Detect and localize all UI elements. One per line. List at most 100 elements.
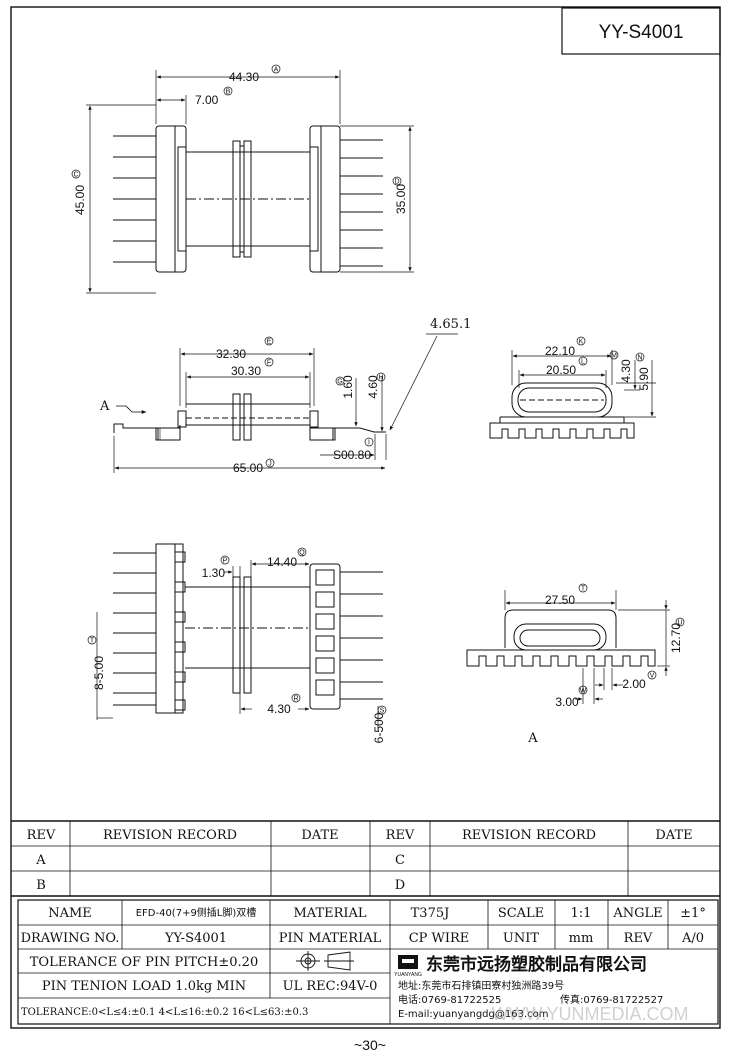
side-pin-dim: S00.80 <box>333 448 371 462</box>
watermark: WWW.YUNMEDIA.COM <box>492 1004 689 1024</box>
pin-material-label: PIN MATERIAL <box>279 931 382 946</box>
scale-value: 1:1 <box>571 906 592 921</box>
side-dim-b: 4.60 <box>366 375 380 399</box>
rev-row-c: C <box>395 853 405 868</box>
ref-u: U <box>677 620 682 627</box>
ref-h: H <box>378 375 383 382</box>
rev-header-1: REV <box>27 828 56 843</box>
end-view <box>489 350 656 439</box>
ref-f: F <box>267 360 271 367</box>
side-view <box>113 333 458 473</box>
top-width-dim: 44.30 <box>229 70 259 84</box>
rev-header-2: REV <box>386 828 415 843</box>
name-label: NAME <box>48 906 92 921</box>
company-fax: 传真:0769-81722527 <box>560 993 663 1006</box>
rev-label: REV <box>624 931 653 946</box>
ref-a: A <box>274 67 279 74</box>
section-label-a: A <box>99 399 110 414</box>
title-block <box>11 895 720 1025</box>
bottom-dim-a: 1.30 <box>202 566 226 580</box>
pin-tension-load: PIN TENION LOAD 1.0kg MIN <box>42 979 246 994</box>
company-email: E-mail:yuanyangdg@163.com <box>398 1009 549 1020</box>
end-height-b: 5.90 <box>637 367 651 391</box>
section-dim-a: 2.00 <box>622 677 646 691</box>
material-label: MATERIAL <box>293 906 366 921</box>
company-address: 地址:东莞市石排镇田寮村独洲路39号 <box>398 979 564 992</box>
ul-rating: UL REC:94V-0 <box>283 979 378 994</box>
material-value: T375J <box>411 906 450 921</box>
section-label: A <box>527 731 538 746</box>
angle-label: ANGLE <box>612 906 662 921</box>
drawing-no-label: DRAWING NO. <box>21 931 120 946</box>
section-height: 12.70 <box>669 623 683 653</box>
date-header-2: DATE <box>655 828 692 843</box>
ref-j: J <box>268 461 272 468</box>
rev-row-d: D <box>395 878 405 893</box>
end-width-a: 22.10 <box>545 344 575 358</box>
ref-n: N <box>637 355 642 362</box>
part-number-box: YY-S4001 <box>561 7 721 55</box>
ref-s: S <box>380 708 385 715</box>
revision-record-header-1: REVISION RECORD <box>103 828 237 843</box>
rev-row-b: B <box>36 878 46 893</box>
revision-record-header-2: REVISION RECORD <box>462 828 596 843</box>
top-height-dim: 45.00 <box>73 185 87 215</box>
ref-t: T <box>581 586 586 593</box>
company-phone: 电话:0769-81722525 <box>398 993 501 1006</box>
bottom-pitch-right: 6-500 <box>372 712 386 743</box>
ref-q: Q <box>299 550 305 557</box>
side-width-a: 32.30 <box>216 347 246 361</box>
rev-row-a: A <box>35 853 46 868</box>
side-dim-a: 1.60 <box>341 375 355 399</box>
unit-label: UNIT <box>503 931 539 946</box>
section-a-view <box>466 590 670 704</box>
scale-label: SCALE <box>498 906 544 921</box>
ref-w: W <box>580 688 587 695</box>
ref-c: C <box>73 172 78 179</box>
ref-p: P <box>223 558 228 565</box>
ref-l: L <box>581 359 585 366</box>
side-width-b: 30.30 <box>231 364 261 378</box>
ref-r: R <box>293 696 298 703</box>
top-flange-dim: 7.00 <box>195 93 219 107</box>
end-height-a: 4.30 <box>619 359 633 383</box>
bottom-view <box>96 543 383 730</box>
drawing-no-value: YY-S4001 <box>164 931 227 946</box>
bottom-dim-c: 4.30 <box>267 702 291 716</box>
angle-value: ±1° <box>680 906 706 921</box>
top-inner-dim: 35.00 <box>394 184 408 214</box>
company-logo-icon: YUANYANG <box>394 955 422 978</box>
projection-symbol-icon <box>296 951 354 971</box>
page-number: ~30~ <box>354 1037 386 1053</box>
company-name: 东莞市远扬塑胶制品有限公司 <box>426 954 647 975</box>
ref-i: I <box>368 440 370 447</box>
unit-value: mm <box>569 931 594 946</box>
side-total-length: 65.00 <box>233 461 263 475</box>
ref-e: E <box>267 339 272 346</box>
ref-k: K <box>579 339 584 346</box>
svg-text:YUANYANG: YUANYANG <box>394 972 422 978</box>
ref-v: V <box>650 673 655 680</box>
sheet-border <box>10 6 721 1029</box>
date-header-1: DATE <box>301 828 338 843</box>
ref-b: B <box>226 89 231 96</box>
top-view <box>86 70 414 294</box>
rev-value: A/0 <box>681 931 704 946</box>
bottom-pitch-left: 8-5.00 <box>92 656 106 690</box>
ref-m: M <box>611 353 617 360</box>
tolerance-ranges: TOLERANCE:0<L≤4:±0.1 4<L≤16:±0.2 16<L≤63… <box>21 1007 308 1018</box>
ref-g: G <box>337 379 342 386</box>
name-value: EFD-40(7+9侧插L脚)双槽 <box>136 906 257 919</box>
ref-t-left: T <box>90 638 95 645</box>
revision-table <box>11 820 720 896</box>
bottom-dim-b: 14.40 <box>267 555 297 569</box>
end-width-b: 20.50 <box>546 363 576 377</box>
section-width: 27.50 <box>545 593 575 607</box>
ref-d: D <box>394 179 399 186</box>
tolerance-pin-pitch: TOLERANCE OF PIN PITCH±0.20 <box>30 955 258 970</box>
pin-material-value: CP WIRE <box>409 931 470 946</box>
section-dim-b: 3.00 <box>555 695 579 709</box>
side-callout: 4.65.1 <box>430 317 471 332</box>
part-number: YY-S4001 <box>599 22 684 43</box>
